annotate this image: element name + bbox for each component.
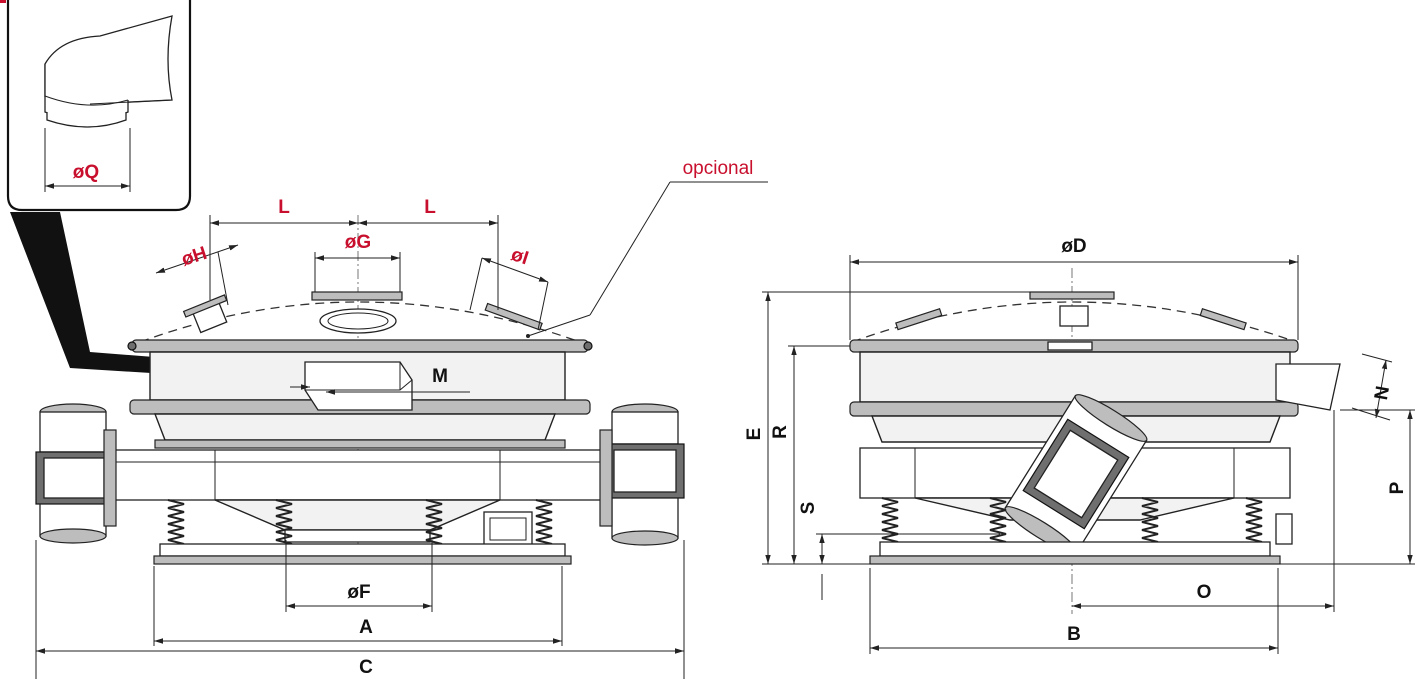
dim-h-label: øH	[179, 243, 210, 271]
dim-b-label: B	[1067, 624, 1081, 645]
front-left-motor	[35, 403, 117, 544]
dim-o-label: O	[1197, 582, 1212, 603]
dim-q-label: øQ	[73, 162, 99, 183]
dim-c-label: C	[359, 657, 373, 678]
side-springs	[881, 497, 1263, 543]
dim-s-label: S	[798, 502, 819, 515]
front-view: L L øG øH øI M opcional øF	[35, 158, 768, 679]
dim-p-label: P	[1387, 481, 1408, 494]
side-view: øD E R S N P O B	[744, 236, 1415, 654]
detail-callout-wedge	[10, 212, 295, 382]
optional-label: opcional	[683, 158, 754, 179]
outlet-spout-drawing	[44, 15, 173, 128]
dim-n-label: N	[1371, 384, 1394, 401]
dim-r-label: R	[770, 425, 791, 439]
front-right-motor	[599, 403, 685, 546]
front-springs	[167, 499, 553, 545]
dim-i-label: øI	[508, 244, 531, 269]
inset-red-corner	[0, 0, 6, 3]
dim-l-left: L	[278, 197, 290, 218]
dim-e-label: E	[744, 428, 765, 441]
dim-a-label: A	[359, 617, 373, 638]
dim-m-label: M	[432, 366, 448, 387]
dim-l-right: L	[424, 197, 436, 218]
dim-g-label: øG	[345, 232, 371, 253]
dim-d-label: øD	[1061, 236, 1086, 257]
dim-f-label: øF	[347, 582, 370, 603]
detail-inset: øQ	[0, 0, 192, 212]
